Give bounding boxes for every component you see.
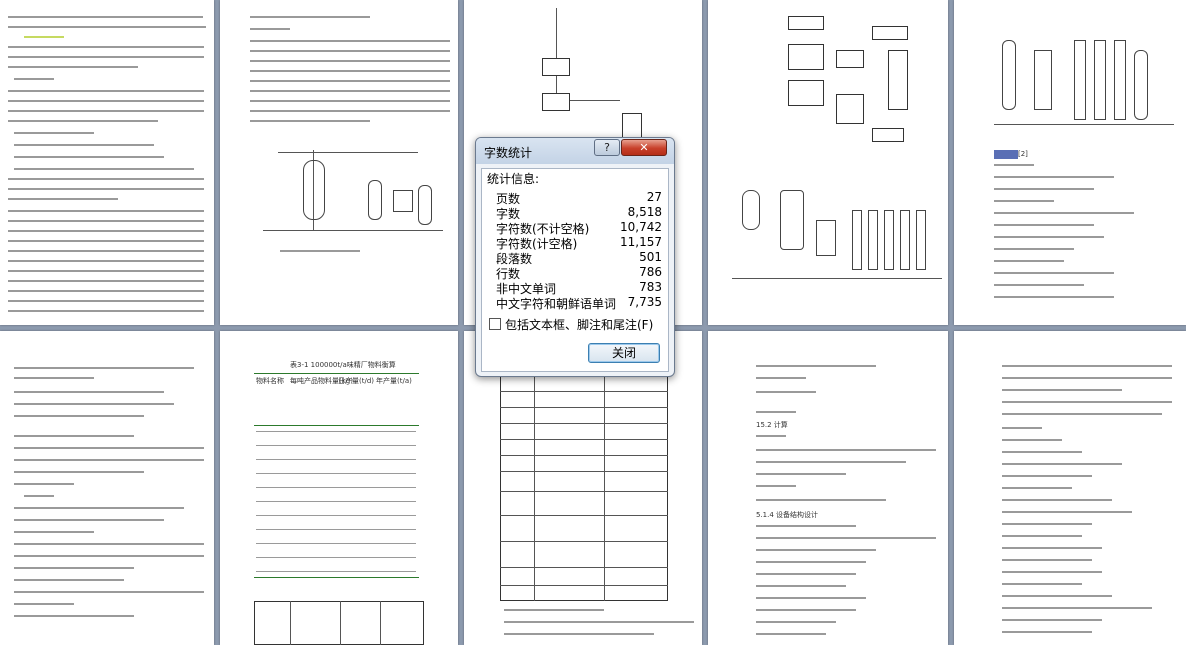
stat-row-pages: 页数 27	[496, 190, 662, 206]
page-5[interactable]: [2]	[954, 0, 1186, 325]
help-button[interactable]: ?	[594, 139, 620, 156]
stat-label: 行数	[496, 267, 521, 281]
page-6[interactable]	[0, 331, 214, 645]
section-heading-calc: 15.2 计算	[756, 421, 788, 429]
dialog-content-panel	[481, 168, 669, 372]
table-header-1: 每吨产品物料量(kg)	[290, 377, 353, 385]
stat-label: 段落数	[496, 252, 533, 266]
stat-value: 10,742	[620, 220, 662, 234]
stats-heading: 统计信息:	[487, 172, 540, 186]
section-heading-design: 5.1.4 设备结构设计	[756, 511, 819, 519]
close-icon: ✕	[639, 141, 649, 154]
stat-row-words: 字数 8,518	[496, 205, 662, 221]
stat-value: 8,518	[627, 205, 662, 219]
dialog-title: 字数统计	[484, 146, 533, 160]
stat-row-paragraphs: 段落数 501	[496, 250, 662, 266]
stat-label: 字符数(不计空格)	[496, 222, 590, 236]
stat-label: 中文字符和朝鲜语单词	[496, 297, 617, 311]
table-title: 表3-1 100000t/a味精厂物料衡算	[290, 361, 396, 369]
table-header-0: 物料名称	[256, 377, 284, 385]
stat-label: 字数	[496, 207, 521, 221]
close-window-button[interactable]: ✕	[621, 139, 667, 156]
page-10[interactable]	[954, 331, 1186, 645]
page-7[interactable]: 表3-1 100000t/a味精厂物料衡算 物料名称 每吨产品物料量(kg) 日…	[220, 331, 458, 645]
stat-label: 字符数(计空格)	[496, 237, 578, 251]
stat-row-chars-with-spaces: 字符数(计空格) 11,157	[496, 235, 662, 251]
help-icon: ?	[604, 141, 610, 154]
include-textboxes-label[interactable]: 包括文本框、脚注和尾注(F)	[505, 318, 654, 332]
stat-value: 27	[646, 190, 662, 204]
stat-row-lines: 行数 786	[496, 265, 662, 281]
close-dialog-button[interactable]: 关闭	[588, 343, 660, 363]
page-1[interactable]	[0, 0, 214, 325]
stat-row-cjk-characters: 中文字符和朝鲜语单词 7,735	[496, 295, 662, 311]
word-count-dialog[interactable]: 字数统计	[475, 137, 675, 377]
stat-row-chars-no-spaces: 字符数(不计空格) 10,742	[496, 220, 662, 236]
page-9[interactable]: 15.2 计算 5.1.4 设备结构设计	[708, 331, 948, 645]
stat-value: 7,735	[627, 295, 662, 309]
stat-value: 11,157	[620, 235, 662, 249]
stat-value: 501	[639, 250, 662, 264]
stat-label: 非中文单词	[496, 282, 557, 296]
stat-label: 页数	[496, 192, 521, 206]
page-8[interactable]	[464, 331, 702, 645]
stat-value: 786	[639, 265, 662, 279]
include-textboxes-checkbox[interactable]	[489, 318, 501, 330]
stat-value: 783	[639, 280, 662, 294]
text-selection-highlight	[994, 150, 1018, 159]
heading-citation: [2]	[1018, 150, 1028, 158]
process-diagram-figure	[258, 140, 448, 240]
table-header-3: 年产量(t/a)	[376, 377, 412, 385]
page-2[interactable]	[220, 0, 458, 325]
table-header-2: 日产量(t/d)	[338, 377, 375, 385]
page-4[interactable]	[708, 0, 948, 325]
stat-row-non-chinese-words: 非中文单词 783	[496, 280, 662, 296]
